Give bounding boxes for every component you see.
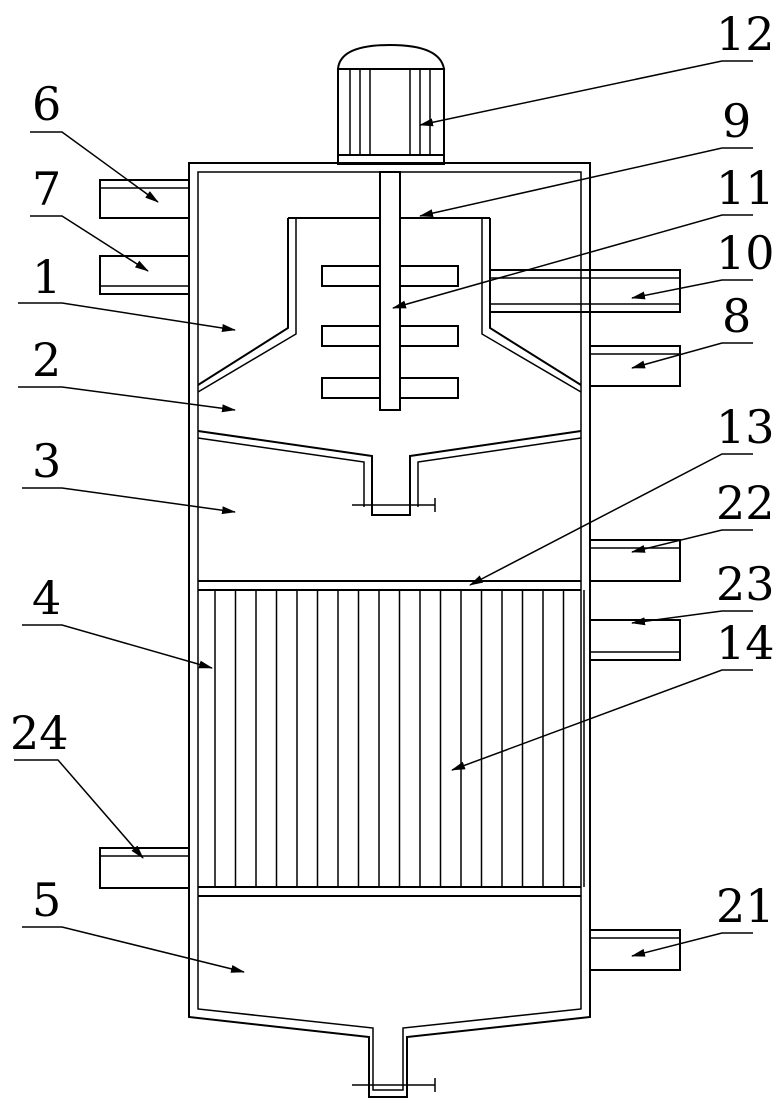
pipe-10 (490, 269, 681, 313)
pipe-7 (99, 255, 189, 295)
label-14: 14 (716, 616, 775, 670)
label-22: 22 (716, 476, 775, 530)
pipe-22 (590, 539, 681, 582)
label-24: 24 (10, 706, 69, 760)
label-9: 9 (722, 94, 751, 148)
stirring-shaft (321, 171, 459, 411)
label-8: 8 (722, 289, 751, 343)
funnel-partition (197, 430, 582, 516)
label-4: 4 (32, 571, 61, 625)
label-10: 10 (716, 226, 775, 280)
label-6: 6 (32, 77, 61, 131)
label-23: 23 (716, 557, 775, 611)
vessel-shell (188, 162, 591, 1098)
label-5: 5 (32, 873, 61, 927)
label-3: 3 (32, 434, 61, 488)
label-21: 21 (716, 879, 775, 933)
tube-lines (214, 590, 585, 887)
motor (336, 43, 446, 165)
pipe-6 (99, 179, 189, 219)
label-7: 7 (32, 162, 61, 216)
leader-lines (14, 60, 753, 973)
pipe-21 (590, 929, 681, 971)
label-11: 11 (716, 161, 775, 215)
label-12: 12 (716, 7, 775, 61)
label-13: 13 (716, 400, 775, 454)
tube-bundle (198, 580, 581, 897)
pipe-23 (590, 619, 681, 661)
label-1: 1 (32, 250, 61, 304)
label-2: 2 (32, 333, 61, 387)
pipe-8 (590, 345, 681, 387)
pipe-24 (99, 847, 189, 889)
